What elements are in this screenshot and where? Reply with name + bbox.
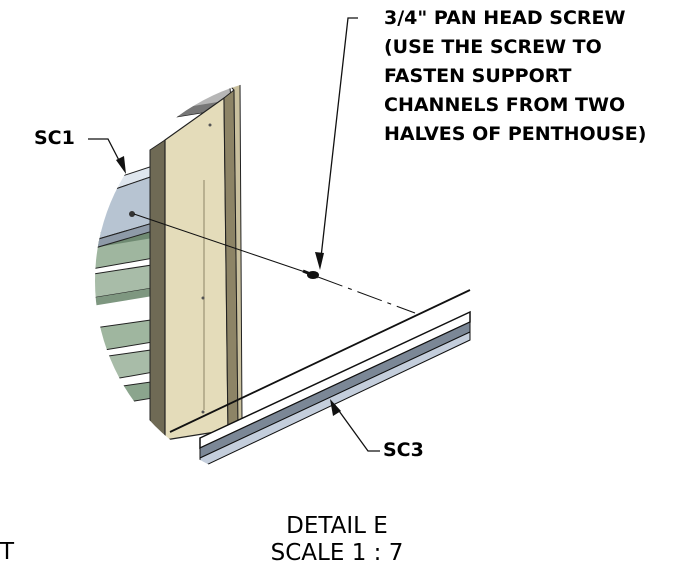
sc3-label: SC3	[383, 439, 424, 461]
screw-note-line: 3/4" PAN HEAD SCREW	[384, 7, 626, 29]
sc1-leader	[88, 138, 125, 171]
screw-note-line: HALVES OF PENTHOUSE)	[384, 123, 647, 145]
detail-title: DETAIL E	[286, 513, 388, 539]
screw-note-line: CHANNELS FROM TWO	[384, 94, 626, 116]
screw-note: 3/4" PAN HEAD SCREW (USE THE SCREW TO FA…	[384, 4, 646, 149]
tan-channel	[149, 81, 243, 441]
screw	[302, 269, 319, 279]
screw-leader-arrow	[315, 252, 324, 270]
detail-scale: SCALE 1 : 7	[270, 540, 404, 566]
screw-note-line: FASTEN SUPPORT	[384, 65, 572, 87]
sc3-leader-arrow	[330, 399, 341, 416]
sc1-label: SC1	[34, 127, 75, 149]
screw-note-line: (USE THE SCREW TO	[384, 36, 602, 58]
screw-leader	[319, 17, 358, 267]
edge-text-fragment: T	[0, 539, 15, 565]
floor-edge	[169, 289, 471, 433]
sc3-leader	[333, 403, 380, 452]
screw-axis-centerline	[317, 276, 416, 314]
sc1-leader-arrow	[116, 156, 126, 174]
screw-axis-line	[133, 213, 306, 273]
sc3-channel	[199, 310, 471, 469]
